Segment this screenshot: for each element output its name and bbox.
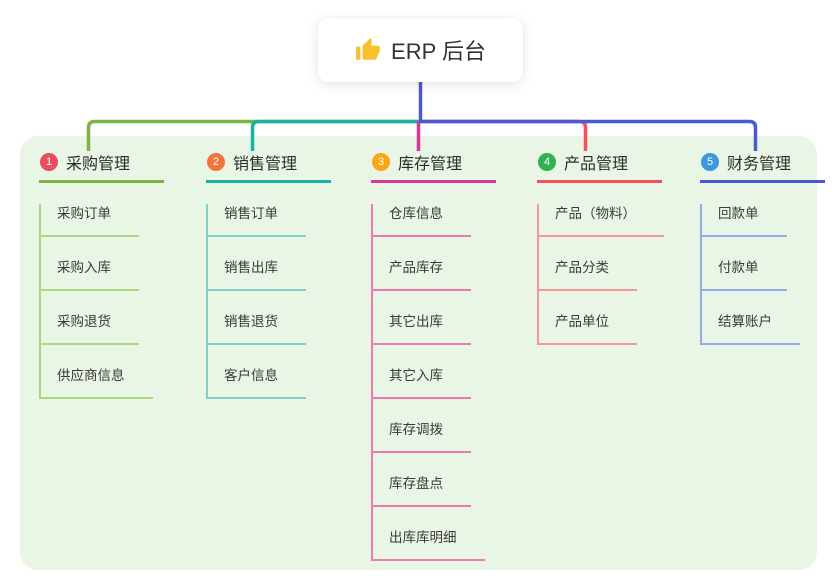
thumbs-up-icon <box>356 38 380 60</box>
branch-title: 采购管理 <box>66 156 131 173</box>
mindmap-child-node[interactable]: 付款单 <box>702 258 787 291</box>
branch-children: 仓库信息 产品库存 其它出库 其它入库 库存调拨 库存盘点 出库库明细 <box>371 204 485 561</box>
mindmap-child-node[interactable]: 供应商信息 <box>41 366 153 399</box>
mindmap-background-panel <box>20 136 817 570</box>
mindmap-child-node[interactable]: 销售出库 <box>208 258 306 291</box>
child-node-label: 采购订单 <box>57 206 111 221</box>
branch-number-badge: 3 <box>372 153 390 171</box>
branch-header-4[interactable]: 4 产品管理 <box>537 150 663 183</box>
child-node-label: 产品单位 <box>555 314 609 329</box>
mindmap-child-node[interactable]: 采购入库 <box>41 258 139 291</box>
root-node[interactable]: ERP 后台 <box>318 18 523 82</box>
child-node-label: 供应商信息 <box>57 368 125 383</box>
child-node-label: 产品分类 <box>555 260 609 275</box>
child-node-label: 产品（物料） <box>555 206 636 221</box>
child-node-label: 销售订单 <box>224 206 278 221</box>
branch-number-badge: 2 <box>207 153 225 171</box>
mindmap-child-node[interactable]: 产品库存 <box>373 258 471 291</box>
child-node-label: 付款单 <box>718 260 759 275</box>
mindmap-child-node[interactable]: 采购退货 <box>41 312 139 345</box>
child-node-label: 库存盘点 <box>389 476 443 491</box>
child-node-label: 结算账户 <box>718 314 772 329</box>
root-node-label: ERP 后台 <box>391 39 486 64</box>
mindmap-child-node[interactable]: 销售订单 <box>208 204 306 237</box>
mindmap-child-node[interactable]: 销售退货 <box>208 312 306 345</box>
branch-header-3[interactable]: 3 库存管理 <box>371 150 497 183</box>
child-node-label: 回款单 <box>718 206 759 221</box>
mindmap-child-node[interactable]: 仓库信息 <box>373 204 471 237</box>
branch-4: 4 产品管理 产品（物料） 产品分类 产品单位 <box>537 150 664 345</box>
mindmap-child-node[interactable]: 回款单 <box>702 204 787 237</box>
branch-number-badge: 1 <box>40 153 58 171</box>
branch-header-2[interactable]: 2 销售管理 <box>206 150 332 183</box>
branch-number-badge: 4 <box>538 153 556 171</box>
branch-children: 销售订单 销售出库 销售退货 客户信息 <box>206 204 306 399</box>
mindmap-child-node[interactable]: 其它出库 <box>373 312 471 345</box>
child-node-label: 其它入库 <box>389 368 443 383</box>
branch-5: 5 财务管理 回款单 付款单 结算账户 <box>700 150 826 345</box>
branch-title: 财务管理 <box>727 156 792 173</box>
child-node-label: 产品库存 <box>389 260 443 275</box>
branch-number-badge: 5 <box>701 153 719 171</box>
mindmap-child-node[interactable]: 出库库明细 <box>373 528 485 561</box>
branch-2: 2 销售管理 销售订单 销售出库 销售退货 客户信息 <box>206 150 332 399</box>
mindmap-child-node[interactable]: 库存调拨 <box>373 420 471 453</box>
mindmap-child-node[interactable]: 产品单位 <box>539 312 637 345</box>
child-node-label: 销售退货 <box>224 314 278 329</box>
child-node-label: 库存调拨 <box>389 422 443 437</box>
child-node-label: 客户信息 <box>224 368 278 383</box>
branch-title: 库存管理 <box>398 156 463 173</box>
branch-children: 回款单 付款单 结算账户 <box>700 204 800 345</box>
branch-title: 产品管理 <box>564 156 629 173</box>
branch-3: 3 库存管理 仓库信息 产品库存 其它出库 其它入库 库存调拨 库存盘点 出库库… <box>371 150 497 561</box>
branch-header-1[interactable]: 1 采购管理 <box>39 150 165 183</box>
child-node-label: 仓库信息 <box>389 206 443 221</box>
mindmap-child-node[interactable]: 结算账户 <box>702 312 800 345</box>
child-node-label: 采购退货 <box>57 314 111 329</box>
branch-1: 1 采购管理 采购订单 采购入库 采购退货 供应商信息 <box>39 150 165 399</box>
mindmap-child-node[interactable]: 产品分类 <box>539 258 637 291</box>
child-node-label: 出库库明细 <box>389 530 457 545</box>
mindmap-child-node[interactable]: 其它入库 <box>373 366 471 399</box>
child-node-label: 采购入库 <box>57 260 111 275</box>
mindmap-child-node[interactable]: 库存盘点 <box>373 474 471 507</box>
branch-children: 采购订单 采购入库 采购退货 供应商信息 <box>39 204 153 399</box>
child-node-label: 销售出库 <box>224 260 278 275</box>
branch-title: 销售管理 <box>233 156 298 173</box>
child-node-label: 其它出库 <box>389 314 443 329</box>
branch-header-5[interactable]: 5 财务管理 <box>700 150 826 183</box>
branch-children: 产品（物料） 产品分类 产品单位 <box>537 204 664 345</box>
mindmap-child-node[interactable]: 采购订单 <box>41 204 139 237</box>
mindmap-child-node[interactable]: 客户信息 <box>208 366 306 399</box>
mindmap-child-node[interactable]: 产品（物料） <box>539 204 664 237</box>
